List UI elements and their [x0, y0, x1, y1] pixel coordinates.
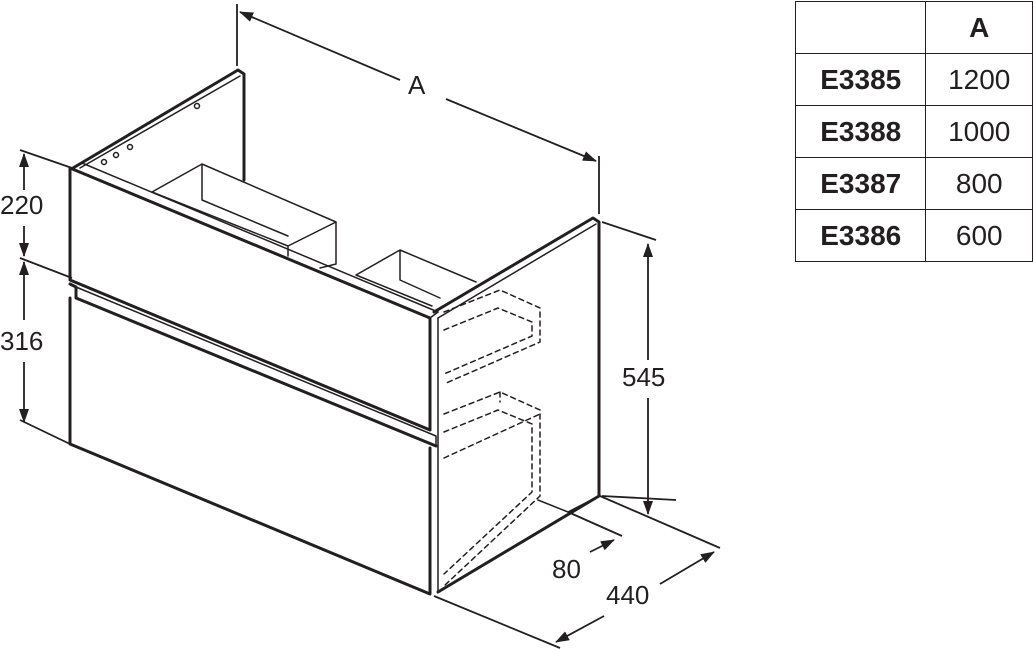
width-value: 800	[925, 157, 1033, 210]
product-code: E3385	[794, 53, 927, 106]
product-code: E3386	[794, 209, 927, 262]
dim-a-arrow-right	[445, 98, 597, 162]
product-code: E3388	[794, 105, 927, 158]
dim-label-316: 316	[0, 326, 43, 356]
dim-440-arrow-left	[555, 615, 605, 643]
side-panel-front-edge	[429, 311, 439, 593]
table-row: E3388 1000	[794, 105, 1033, 158]
width-value: 600	[925, 209, 1033, 262]
top-drawer-top-edge	[72, 162, 439, 313]
hidden-drawer-lines	[443, 289, 541, 587]
dim-label-545: 545	[622, 362, 665, 392]
bottom-drawer-front	[68, 296, 432, 596]
size-table: A E3385 1200 E3388 1000 E3387 800 E3386 …	[794, 1, 1033, 262]
back-panel-inner-edge	[79, 75, 241, 169]
dim-80-arrow	[589, 539, 615, 553]
side-panel-top-edge	[437, 223, 597, 319]
mount-hole-icon	[126, 143, 134, 151]
dim-label-440: 440	[606, 580, 649, 610]
organiser-tray-right	[355, 249, 477, 307]
table-row: E3385 1200	[794, 53, 1033, 106]
width-value: 1000	[925, 105, 1033, 158]
size-table-header-blank	[794, 1, 927, 54]
dim-label-80: 80	[552, 554, 581, 584]
back-panel	[71, 68, 246, 182]
mount-hole-icon	[112, 151, 120, 159]
mount-hole-icon	[100, 158, 108, 166]
dim-440-arrow-right	[659, 551, 715, 585]
side-panel	[432, 216, 601, 594]
plinth-recess	[537, 495, 600, 513]
organiser-tray-left	[151, 163, 337, 269]
dim-a-arrow-left	[239, 11, 401, 81]
table-row: E3387 800	[794, 157, 1033, 210]
mount-hole-icon	[193, 102, 201, 110]
size-table-header-a: A	[925, 1, 1033, 54]
product-code: E3387	[794, 157, 927, 210]
drawer-handle-gap	[68, 282, 438, 448]
dim-label-a: A	[408, 70, 426, 100]
table-row: E3386 600	[794, 209, 1033, 262]
drawer-handle-lip	[75, 286, 437, 447]
cabinet-outline	[68, 68, 601, 596]
top-drawer-front	[68, 166, 432, 432]
dim-label-220: 220	[0, 190, 43, 220]
size-table-header: A	[794, 1, 1033, 54]
width-value: 1200	[925, 53, 1033, 106]
dimension-lines	[19, 4, 721, 649]
